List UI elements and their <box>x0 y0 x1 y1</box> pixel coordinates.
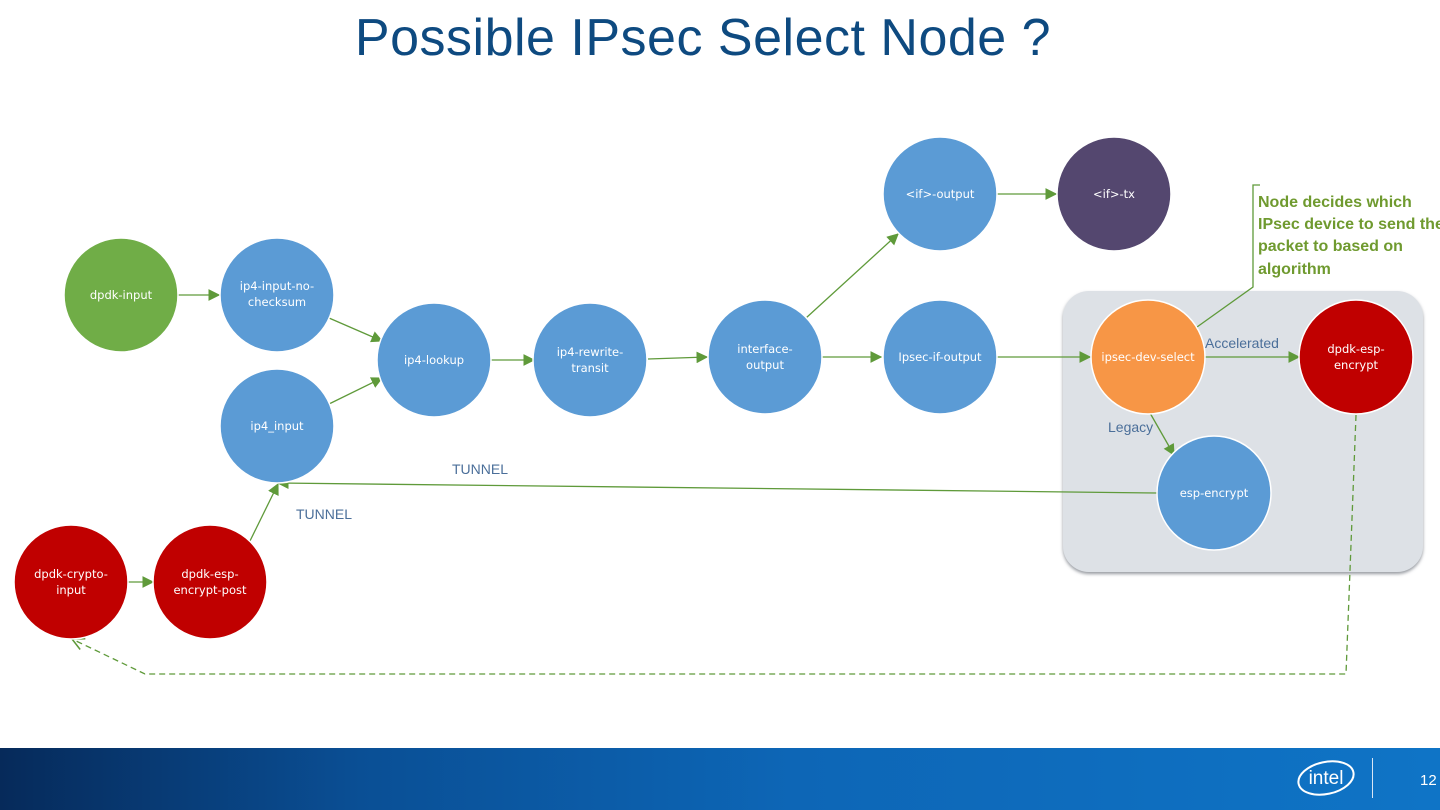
edge-label-accelerated: Accelerated <box>1205 335 1279 351</box>
edge-label-legacy: Legacy <box>1108 419 1153 435</box>
edge-label-tunnel-top: TUNNEL <box>452 461 508 477</box>
node-ip4-input-label-line-1: ip4_input <box>250 419 304 433</box>
callout-line-3: packet to based on <box>1258 238 1403 255</box>
footer-divider <box>1372 758 1373 798</box>
node-dpdk-esp-encrypt[interactable]: dpdk-esp- encrypt <box>1298 299 1414 415</box>
slide-title: Possible IPsec Select Node ? <box>354 9 1052 67</box>
node-ip4-lookup-label-line-1: ip4-lookup <box>404 353 464 367</box>
callout-line-2: IPsec device to send the <box>1258 216 1440 233</box>
node-dpdk-crypto-input[interactable]: dpdk-crypto- input <box>13 524 129 640</box>
node-ipsec-dev-select[interactable]: ipsec-dev-select <box>1090 299 1206 415</box>
node-ip4-input-no-checksum-label-line-2: checksum <box>248 295 306 309</box>
edge-tunnel-post-to-ip4-input <box>247 482 279 546</box>
node-esp-encrypt-label-line-1: esp-encrypt <box>1180 486 1249 500</box>
page-number: 12 <box>1420 772 1437 789</box>
node-if-tx[interactable]: <if>-tx <box>1056 136 1172 252</box>
edge-interface-output-to-if-output <box>805 233 899 319</box>
node-ip4-input-no-checksum-label-line-1: ip4-input-no- <box>240 279 314 293</box>
node-interface-output-label-line-1: interface- <box>737 342 792 356</box>
node-dpdk-input[interactable]: dpdk-input <box>63 237 179 353</box>
node-ip4-rewrite-transit-label-line-2: transit <box>571 361 609 375</box>
node-ip4-rewrite-transit-label-line-1: ip4-rewrite- <box>557 345 624 359</box>
node-graph-diagram: dpdk-input ip4-input-no- checksum ip4_in… <box>13 136 1440 675</box>
node-ipsec-dev-select-label-line-1: ipsec-dev-select <box>1101 350 1195 364</box>
intel-logo-icon: intel <box>1297 760 1355 796</box>
edge-dashed-return <box>72 414 1357 675</box>
node-ip4-rewrite-transit[interactable]: ip4-rewrite- transit <box>532 302 648 418</box>
node-ip4-lookup[interactable]: ip4-lookup <box>376 302 492 418</box>
node-dpdk-crypto-input-label-line-2: input <box>56 583 86 597</box>
edge-tunnel-esp-encrypt-to-ip4-input <box>276 477 1158 494</box>
edges <box>72 184 1357 675</box>
node-ipsec-if-output[interactable]: Ipsec-if-output <box>882 299 998 415</box>
callout-pointer <box>1196 184 1260 328</box>
node-if-output-label-line-1: <if>-output <box>906 187 975 201</box>
node-dpdk-crypto-input-label-line-1: dpdk-crypto- <box>34 567 108 581</box>
node-dpdk-esp-encrypt-post-label-line-2: encrypt-post <box>173 583 247 597</box>
node-dpdk-esp-encrypt-label-line-2: encrypt <box>1334 358 1379 372</box>
node-ipsec-if-output-label-line-1: Ipsec-if-output <box>898 350 982 364</box>
node-dpdk-esp-encrypt-label-line-1: dpdk-esp- <box>1327 342 1384 356</box>
node-if-tx-label-line-1: <if>-tx <box>1093 187 1135 201</box>
edge-ip4-rewrite-transit-to-interface-output <box>647 351 709 364</box>
node-interface-output[interactable]: interface- output <box>707 299 823 415</box>
node-dpdk-esp-encrypt-post-label-line-1: dpdk-esp- <box>181 567 238 581</box>
node-ip4-input[interactable]: ip4_input <box>219 368 335 484</box>
node-ip4-input-no-checksum[interactable]: ip4-input-no- checksum <box>219 237 335 353</box>
footer-bar: intel 12 <box>0 748 1440 810</box>
callout-line-4: algorithm <box>1258 261 1331 278</box>
callout-line-1: Node decides which <box>1258 194 1412 211</box>
edge-legacy <box>1149 412 1175 457</box>
nodes: dpdk-input ip4-input-no- checksum ip4_in… <box>13 136 1414 640</box>
intel-logo-text: intel <box>1309 768 1344 789</box>
node-dpdk-esp-encrypt-post[interactable]: dpdk-esp- encrypt-post <box>152 524 268 640</box>
edge-ip4-input-to-ip4-lookup <box>328 377 384 405</box>
node-interface-output-label-line-2: output <box>746 358 784 372</box>
node-esp-encrypt[interactable]: esp-encrypt <box>1156 435 1272 551</box>
callout-text: Node decides which IPsec device to send … <box>1258 194 1440 278</box>
edge-ip4-input-no-checksum-to-ip4-lookup <box>328 317 384 343</box>
edge-label-tunnel-bottom: TUNNEL <box>296 506 352 522</box>
node-if-output[interactable]: <if>-output <box>882 136 998 252</box>
node-dpdk-input-label-line-1: dpdk-input <box>90 288 153 302</box>
